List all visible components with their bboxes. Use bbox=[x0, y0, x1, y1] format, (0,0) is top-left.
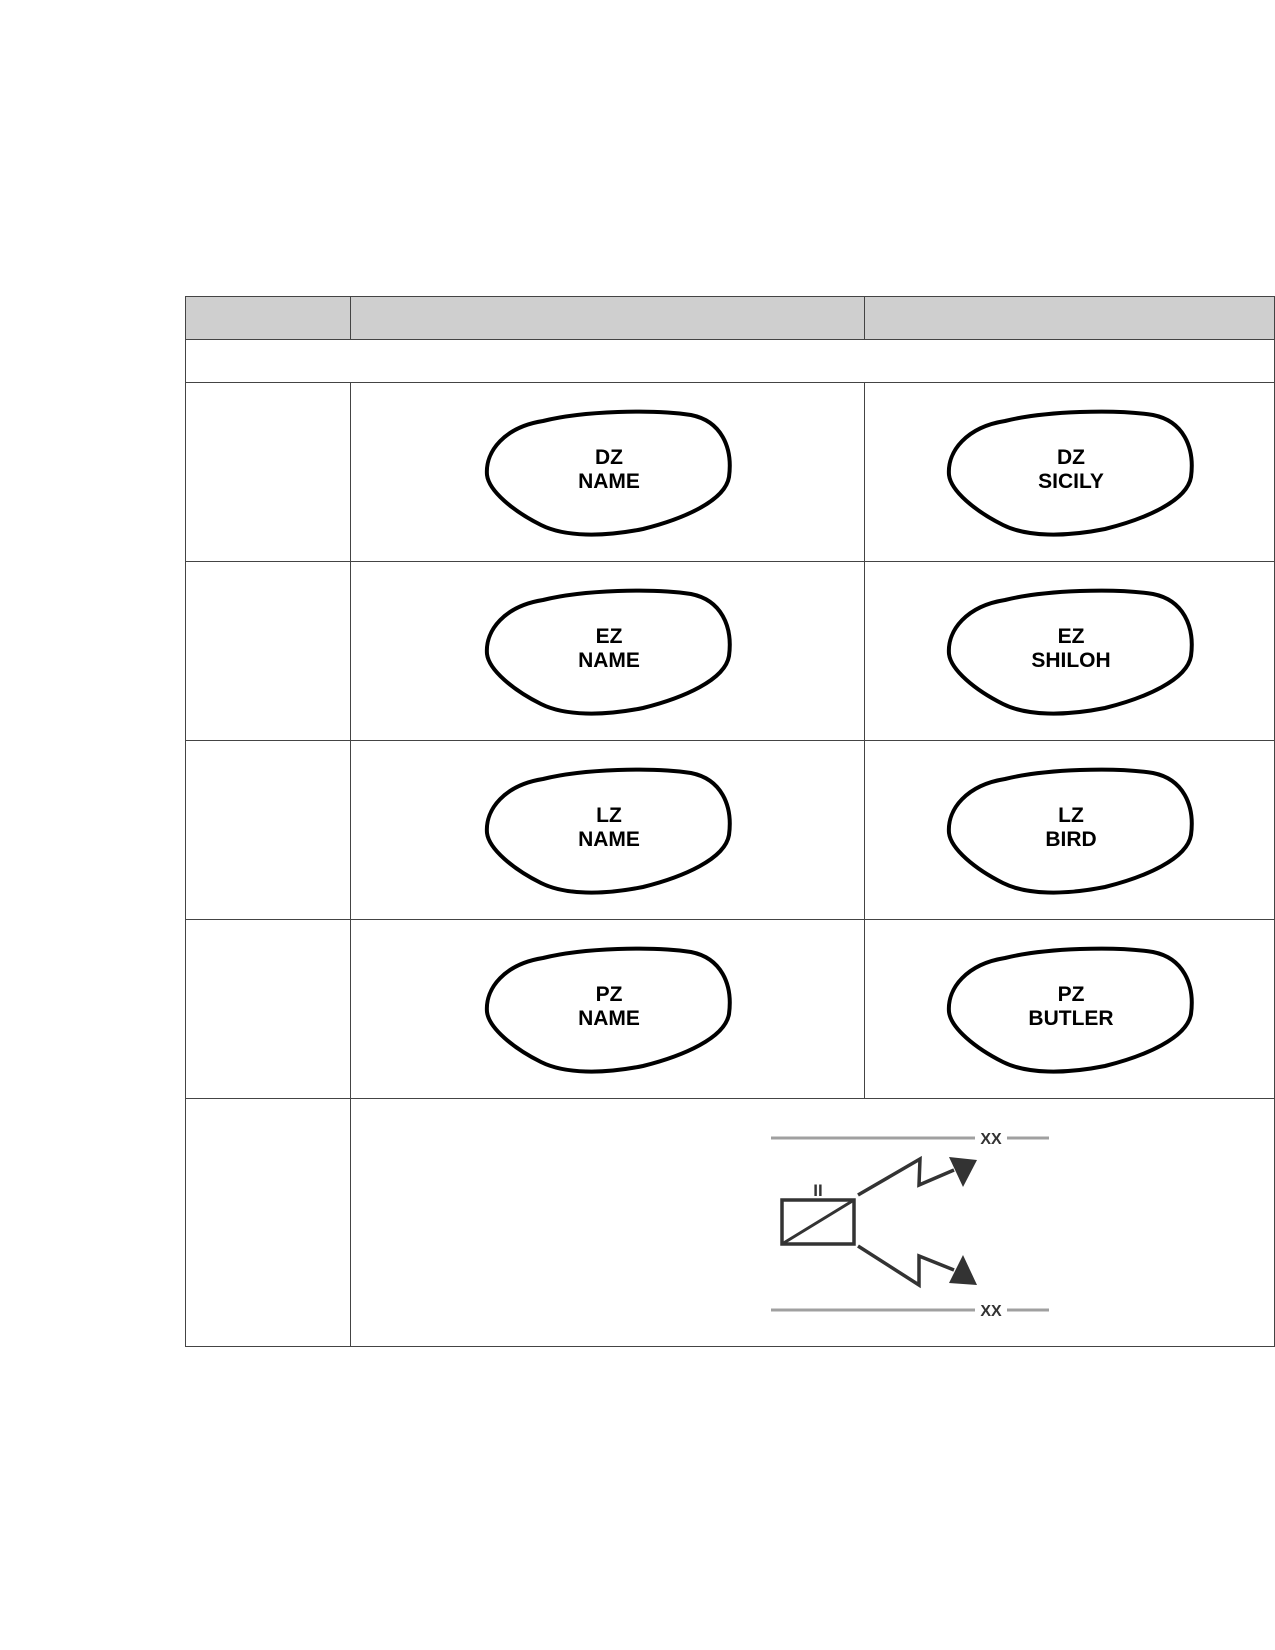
row-label bbox=[185, 382, 351, 562]
symbol-table: DZ NAME DZ SICILY EZ NAME EZ SHIL bbox=[185, 296, 1275, 1347]
zone-line2: BUTLER bbox=[1028, 1007, 1113, 1030]
zone-line1: PZ bbox=[595, 983, 622, 1006]
zone-line2: SICILY bbox=[1038, 470, 1104, 493]
table-header-row bbox=[185, 296, 1275, 340]
zone-symbol-cell: DZ NAME bbox=[349, 382, 866, 562]
zone-symbol-cell: EZ NAME bbox=[349, 561, 866, 741]
lower-attack-arrow bbox=[857, 1244, 955, 1289]
zone-shape: DZ NAME bbox=[484, 409, 732, 537]
section-row bbox=[185, 339, 1275, 383]
zone-shape: EZ SHILOH bbox=[946, 588, 1194, 716]
zone-line2: BIRD bbox=[1045, 828, 1096, 851]
lower-arrowhead bbox=[949, 1255, 977, 1285]
zone-shape: EZ NAME bbox=[484, 588, 732, 716]
zone-example-cell: EZ SHILOH bbox=[864, 561, 1275, 741]
row-label bbox=[185, 1098, 351, 1347]
zone-shape: LZ NAME bbox=[484, 767, 732, 895]
bottom-boundary-label: XX bbox=[980, 1303, 1002, 1320]
axis-of-advance-diagram: XX XX II bbox=[771, 1131, 1049, 1320]
table-row: XX XX II bbox=[185, 1098, 1275, 1347]
row-label bbox=[185, 561, 351, 741]
zone-example-cell: DZ SICILY bbox=[864, 382, 1275, 562]
zone-line2: NAME bbox=[578, 470, 640, 493]
zone-example-cell: LZ BIRD bbox=[864, 740, 1275, 920]
zone-line1: LZ bbox=[1058, 804, 1084, 827]
zone-shape: PZ BUTLER bbox=[946, 946, 1194, 1074]
zone-symbol-cell: LZ NAME bbox=[349, 740, 866, 920]
zone-symbol-cell: PZ NAME bbox=[349, 919, 866, 1099]
zone-line1: LZ bbox=[596, 804, 622, 827]
upper-arrowhead bbox=[949, 1157, 977, 1187]
zone-line1: DZ bbox=[595, 446, 623, 469]
zone-line1: EZ bbox=[1057, 625, 1084, 648]
zone-line2: NAME bbox=[578, 1007, 640, 1030]
zone-line1: DZ bbox=[1057, 446, 1085, 469]
table-row: EZ NAME EZ SHILOH bbox=[185, 561, 1275, 741]
upper-attack-arrow bbox=[857, 1155, 955, 1197]
echelon-marker: II bbox=[813, 1181, 822, 1200]
zone-line2: NAME bbox=[578, 828, 640, 851]
zone-line2: NAME bbox=[578, 649, 640, 672]
zone-line2: SHILOH bbox=[1031, 649, 1110, 672]
zone-line1: EZ bbox=[595, 625, 622, 648]
diagram-cell: XX XX II bbox=[350, 1098, 1275, 1347]
header-cell bbox=[349, 296, 866, 340]
row-label bbox=[185, 919, 351, 1099]
header-cell bbox=[864, 296, 1275, 340]
table-row: DZ NAME DZ SICILY bbox=[185, 382, 1275, 562]
top-boundary-label: XX bbox=[980, 1131, 1002, 1148]
unit-diagonal bbox=[781, 1198, 855, 1246]
row-label bbox=[185, 740, 351, 920]
zone-shape: LZ BIRD bbox=[946, 767, 1194, 895]
zone-shape: PZ NAME bbox=[484, 946, 732, 1074]
section-label bbox=[185, 339, 1275, 383]
header-cell bbox=[185, 296, 351, 340]
table-row: PZ NAME PZ BUTLER bbox=[185, 919, 1275, 1099]
table-row: LZ NAME LZ BIRD bbox=[185, 740, 1275, 920]
zone-line1: PZ bbox=[1057, 983, 1084, 1006]
zone-shape: DZ SICILY bbox=[946, 409, 1194, 537]
zone-example-cell: PZ BUTLER bbox=[864, 919, 1275, 1099]
